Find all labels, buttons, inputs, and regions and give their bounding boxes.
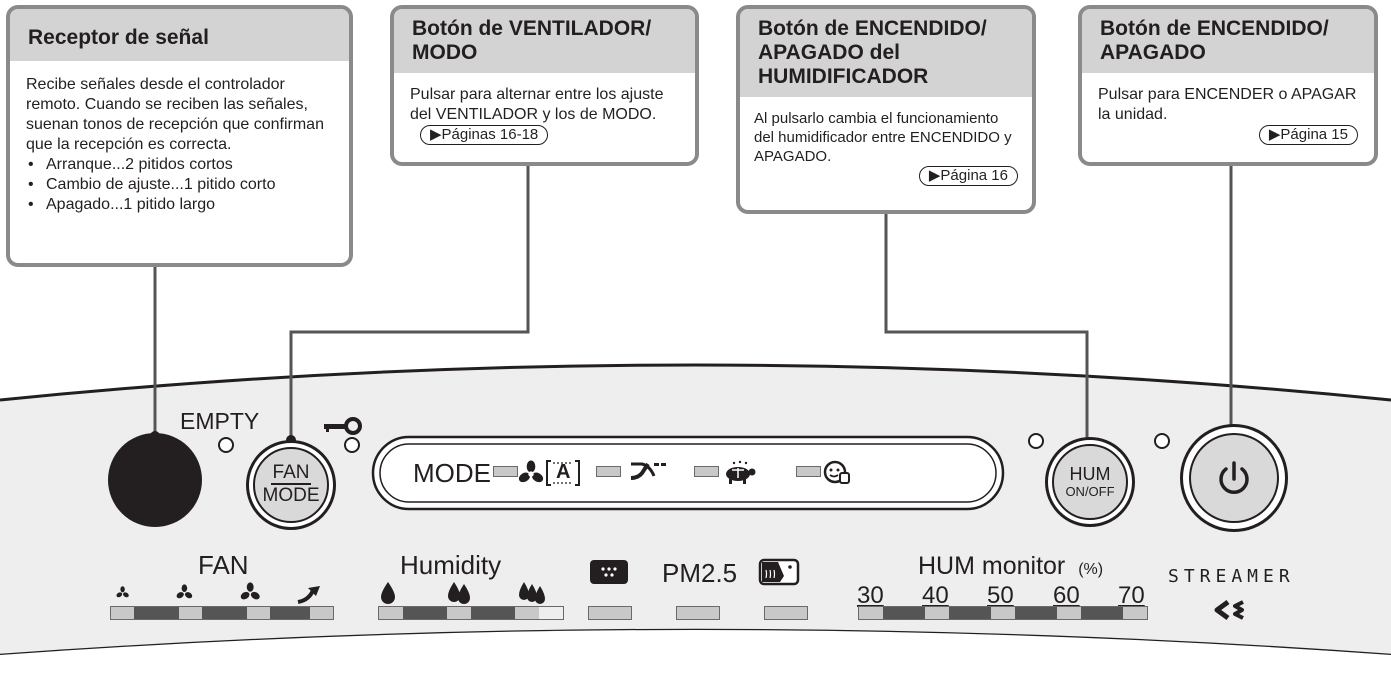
dust-indicator bbox=[588, 606, 632, 620]
hum-monitor-bar bbox=[858, 606, 1148, 620]
fan-icon bbox=[116, 586, 129, 598]
callout-power: Botón de ENCENDIDO/ APAGADO Pulsar para … bbox=[1078, 5, 1378, 166]
hum-tick-40: 40 bbox=[922, 582, 949, 609]
fan-mode-button-bezel[interactable]: FAN MODE bbox=[246, 440, 336, 530]
dust-sensor-icon bbox=[590, 560, 628, 584]
mode-auto-indicator bbox=[493, 466, 518, 477]
callout-fan-mode: Botón de VENTILADOR/ MODO Pulsar para al… bbox=[390, 5, 699, 166]
streamer-icon bbox=[1214, 599, 1244, 621]
hum-monitor-unit: (%) bbox=[1078, 561, 1104, 578]
list-item: Apagado...1 pitido largo bbox=[26, 195, 333, 215]
key-icon bbox=[324, 417, 362, 435]
fan-icon bbox=[176, 584, 193, 599]
hum-tick-30: 30 bbox=[857, 582, 884, 609]
droplet-icon bbox=[535, 586, 545, 604]
auto-icon bbox=[546, 460, 580, 486]
power-button[interactable] bbox=[1189, 433, 1279, 523]
humidity-bar bbox=[378, 606, 564, 620]
hum-button-label: HUM bbox=[1069, 464, 1111, 484]
power-button-bezel[interactable] bbox=[1180, 424, 1288, 532]
callout-title: Botón de ENCENDIDO/ bbox=[758, 17, 987, 40]
child-lock-led bbox=[344, 437, 360, 453]
hum-button-bezel[interactable]: HUM ON/OFF bbox=[1045, 437, 1135, 527]
fan-speed-bar bbox=[110, 606, 334, 620]
anti-pollen-icon bbox=[823, 460, 850, 484]
mode-label: MODE bbox=[413, 458, 491, 488]
page-reference: ▶Páginas 16-18 bbox=[420, 125, 549, 145]
list-item: Cambio de ajuste...1 pitido corto bbox=[26, 175, 333, 195]
turbo-icon bbox=[630, 462, 666, 480]
hum-onoff-button[interactable]: HUM ON/OFF bbox=[1052, 444, 1128, 520]
callout-title: HUMIDIFICADOR bbox=[758, 65, 929, 88]
hum-tick-60: 60 bbox=[1053, 582, 1080, 609]
hum-tick-70: 70 bbox=[1118, 582, 1145, 609]
callout-text: Pulsar para ENCENDER o APAGAR la unidad. bbox=[1098, 86, 1357, 123]
quiet-icon bbox=[726, 460, 756, 484]
fan-label: FAN bbox=[198, 550, 249, 580]
callout-text: Recibe señales desde el controlador remo… bbox=[26, 76, 324, 153]
droplet-icon bbox=[448, 582, 460, 602]
fan-icon bbox=[240, 582, 260, 600]
beep-list: Arranque...2 pitidos cortos Cambio de aj… bbox=[26, 155, 333, 215]
page-reference: ▶Página 16 bbox=[918, 166, 1018, 186]
fan-speed-icons bbox=[116, 582, 320, 604]
empty-label: EMPTY bbox=[180, 408, 260, 434]
callout-title: APAGADO del bbox=[758, 41, 900, 64]
callout-hum-onoff: Botón de ENCENDIDO/ APAGADO del HUMIDIFI… bbox=[736, 5, 1036, 214]
callout-text: Pulsar para alternar entre los ajuste de… bbox=[410, 86, 664, 123]
hum-tick-50: 50 bbox=[987, 582, 1014, 609]
odor-sensor-icon bbox=[758, 558, 800, 586]
onoff-button-label: ON/OFF bbox=[1065, 484, 1115, 499]
empty-indicator-led bbox=[218, 437, 234, 453]
callout-text: Al pulsarlo cambia el funcionamiento del… bbox=[754, 110, 1012, 165]
droplet-icons bbox=[381, 582, 545, 604]
mode-button-label: MODE bbox=[262, 485, 320, 506]
pm25-indicator bbox=[676, 606, 720, 620]
signal-receiver bbox=[108, 433, 202, 527]
mode-quiet-indicator bbox=[694, 466, 719, 477]
page-reference: ▶Página 15 bbox=[1258, 125, 1358, 145]
hum-left-led bbox=[1028, 433, 1044, 449]
hum-monitor-label: HUM monitor bbox=[918, 552, 1066, 580]
callout-title: Botón de ENCENDIDO/ bbox=[1100, 17, 1329, 40]
fan-icon bbox=[518, 460, 544, 483]
callout-signal-receiver: Receptor de señal Recibe señales desde e… bbox=[6, 5, 353, 267]
power-led bbox=[1154, 433, 1170, 449]
mode-turbo-indicator bbox=[596, 466, 621, 477]
list-item: Arranque...2 pitidos cortos bbox=[26, 155, 333, 175]
droplet-icon bbox=[527, 584, 537, 602]
droplet-icon bbox=[381, 582, 395, 604]
mode-antipollen-indicator bbox=[796, 466, 821, 477]
callout-title: MODO bbox=[412, 41, 478, 64]
humidity-label: Humidity bbox=[400, 550, 502, 580]
odor-indicator bbox=[764, 606, 808, 620]
callout-title: APAGADO bbox=[1100, 41, 1206, 64]
fan-button-label: FAN bbox=[270, 462, 312, 485]
power-icon bbox=[1219, 461, 1249, 494]
hum-monitor-title: HUM monitor (%) bbox=[918, 552, 1103, 581]
callout-title: Receptor de señal bbox=[10, 9, 349, 61]
streamer-label: STREAMER bbox=[1168, 566, 1295, 587]
droplet-icon bbox=[458, 584, 470, 604]
auto-letter: A bbox=[556, 461, 571, 483]
callout-title: Botón de VENTILADOR/ bbox=[412, 17, 652, 40]
droplet-icon bbox=[519, 582, 529, 600]
pm25-label: PM2.5 bbox=[662, 558, 738, 588]
fan-mode-button[interactable]: FAN MODE bbox=[253, 447, 329, 523]
